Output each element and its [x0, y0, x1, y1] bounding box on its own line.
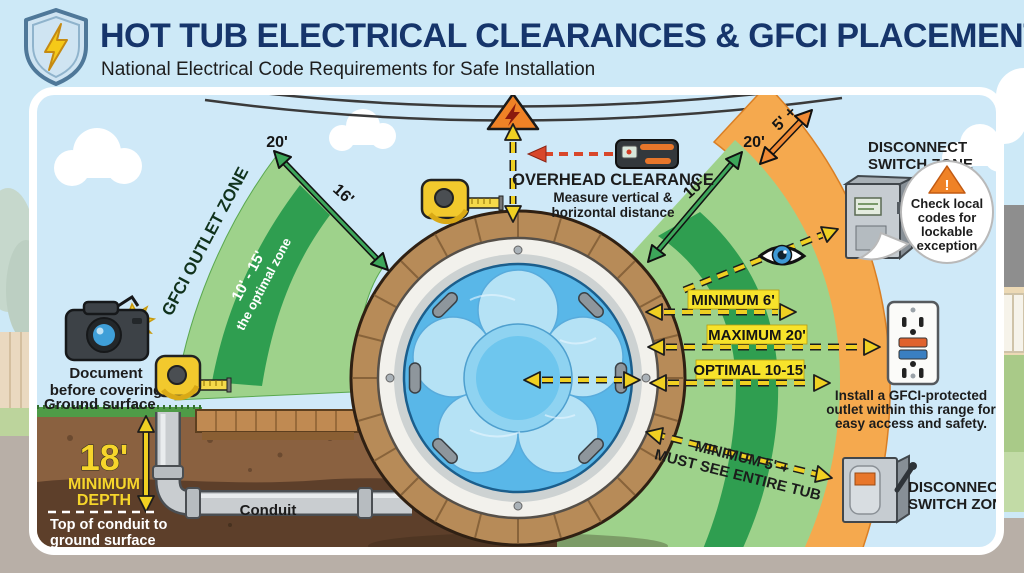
camera-note-2: before covering [50, 382, 163, 399]
disconnect-switch-icon-lower [842, 454, 917, 524]
card-border [29, 87, 1004, 555]
conduit-note-1: Top of conduit to [50, 517, 167, 533]
conduit-pipe [152, 412, 412, 519]
water-ripples [469, 294, 597, 438]
gfci-outlet-icon [886, 300, 940, 386]
minimum6-label: MINIMUM 6' [691, 292, 775, 309]
warning-triangle-icon: ! [928, 165, 966, 194]
gfci-note-1: Install a GFCI-protected [835, 388, 987, 403]
card-scene: Conduit [37, 95, 1013, 549]
ground-surface-label: Ground surface [44, 396, 156, 413]
camera-note-1: Document [69, 365, 142, 382]
page-title: HOT TUB ELECTRICAL CLEARANCES & GFCI PLA… [100, 17, 1024, 55]
depth-word-2: DEPTH [77, 492, 131, 509]
camera-icon [64, 294, 157, 362]
maximum20-tag [706, 324, 808, 345]
speech-bubble: ! Check local codes for lockable excepti… [857, 160, 994, 264]
cloud [54, 128, 142, 186]
cloud [329, 109, 396, 151]
minimum6-arrow [645, 303, 797, 321]
tape-measure-icon-left [154, 354, 232, 401]
conduit-note-2: ground surface [50, 533, 156, 549]
gfci-note-2: outlet within this range for [826, 402, 996, 417]
overhead-title: OVERHEAD CLEARANCE [512, 171, 714, 189]
overhead-sub1: Measure vertical & [553, 190, 673, 205]
tape-measure-icon [420, 178, 504, 225]
minimum6-tag [687, 289, 780, 310]
overhead-vertical-arrow [504, 123, 522, 223]
svg-text:!: ! [945, 177, 950, 194]
bubble-line-2: codes for [918, 210, 977, 225]
sight-line-arrow [682, 226, 839, 294]
conduit-label: Conduit [240, 502, 297, 519]
headrests [408, 292, 628, 464]
maximum20-label: MAXIMUM 20' [708, 327, 806, 344]
left-outer-distance-label: 20' [266, 134, 288, 151]
gfci-zone-arrow [273, 150, 389, 271]
header: HOT TUB ELECTRICAL CLEARANCES & GFCI PLA… [24, 8, 1024, 86]
optimal-arrow [649, 374, 831, 392]
minimum5-sight-arrow [645, 427, 833, 483]
depth-value: 18' [80, 437, 129, 478]
optimal-tag [695, 359, 805, 380]
shield-lightning-icon [24, 8, 88, 86]
maximum20-arrow [647, 338, 881, 356]
wood-planks [352, 212, 684, 544]
hot-tub [349, 209, 687, 547]
page-subtitle: National Electrical Code Requirements fo… [101, 59, 595, 80]
laser-measure-icon [615, 139, 679, 169]
gfci-note-3: easy access and safety. [835, 416, 987, 431]
bubble-line-3: lockable [921, 224, 973, 239]
depth-word-1: MINIMUM [68, 476, 140, 493]
laser-beam-arrow [526, 145, 614, 163]
upper-disconnect-title-1: DISCONNECT [868, 139, 967, 156]
right-upper-distance-label: 20' [743, 134, 765, 151]
rim-bolts [385, 245, 651, 511]
right-zone-arrow [647, 151, 743, 263]
lower-disconnect-title-1: DISCONNECT [908, 479, 1007, 496]
lower-disconnect-title-2: SWITCH ZONE [908, 496, 1013, 513]
tub-radius-arrow [523, 371, 641, 389]
bubble-line-1: Check local [911, 196, 983, 211]
optimal-label: OPTIMAL 10-15' [693, 362, 806, 379]
deck [195, 409, 359, 440]
overhead-sub2: horizontal distance [551, 205, 675, 220]
eye-icon [757, 244, 807, 266]
grass [37, 407, 202, 417]
bubble-line-4: exception [917, 238, 978, 253]
depth-arrow [137, 415, 155, 513]
gfci-optimal-band [212, 185, 330, 386]
orange-zone-arrow [759, 109, 813, 165]
